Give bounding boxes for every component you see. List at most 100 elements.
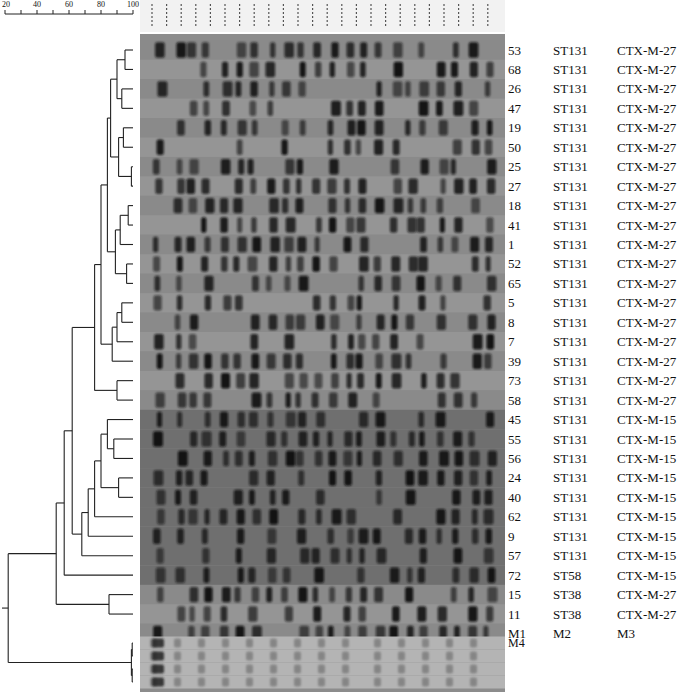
gel-band bbox=[234, 587, 240, 602]
gel-band bbox=[285, 606, 293, 621]
size-marker-tick bbox=[458, 4, 459, 28]
gel-band bbox=[330, 548, 339, 563]
gel-band bbox=[342, 678, 349, 687]
dendrogram-branch bbox=[111, 79, 117, 80]
dendrogram-branch bbox=[119, 477, 133, 478]
gel-band bbox=[488, 451, 497, 466]
gel-band bbox=[284, 276, 290, 291]
gel-band bbox=[357, 451, 362, 466]
isolate-number: 47 bbox=[508, 102, 521, 115]
dendrogram-branch bbox=[114, 438, 133, 439]
dendrogram-branch bbox=[95, 460, 101, 461]
dendrogram-branch bbox=[101, 487, 119, 488]
gel-lane bbox=[140, 40, 505, 59]
dendrogram-branch bbox=[117, 380, 133, 381]
isolate-number: 19 bbox=[508, 121, 521, 134]
gel-band bbox=[190, 490, 197, 505]
gel-band bbox=[438, 606, 447, 621]
gel-band bbox=[248, 567, 255, 582]
gel-band bbox=[440, 217, 445, 232]
gel-band bbox=[157, 548, 164, 563]
dendrogram bbox=[2, 50, 133, 682]
gel-band bbox=[342, 665, 349, 674]
size-marker-tick bbox=[297, 4, 298, 28]
gel-band bbox=[327, 529, 334, 544]
gel-band bbox=[316, 509, 322, 524]
dendrogram-branch bbox=[72, 327, 94, 328]
gel-band bbox=[393, 295, 398, 310]
dendrogram-branch bbox=[117, 312, 122, 313]
gel-band bbox=[374, 639, 381, 648]
ctx-m-type: CTX-M-15 bbox=[617, 452, 676, 465]
gel-band bbox=[237, 509, 245, 524]
gel-band bbox=[270, 639, 277, 648]
gel-band bbox=[347, 120, 355, 135]
gel-band bbox=[237, 529, 244, 544]
gel-band bbox=[487, 120, 493, 135]
gel-band bbox=[222, 62, 228, 77]
gel-band bbox=[190, 315, 198, 330]
gel-band bbox=[299, 81, 306, 96]
gel-band bbox=[177, 159, 183, 174]
gel-band bbox=[441, 178, 446, 193]
gel-band bbox=[313, 606, 321, 621]
gel-band bbox=[406, 490, 416, 505]
isolate-number: 15 bbox=[508, 588, 521, 601]
gel-band bbox=[436, 509, 445, 524]
gel-band bbox=[318, 665, 325, 674]
sequence-type: ST131 bbox=[553, 121, 588, 134]
gel-band bbox=[294, 678, 301, 687]
gel-band bbox=[221, 606, 228, 621]
gel-band bbox=[296, 315, 305, 330]
gel-band bbox=[471, 198, 480, 213]
gel-band bbox=[406, 315, 414, 330]
axis-tick bbox=[69, 10, 70, 14]
gel-band bbox=[222, 587, 231, 602]
gel-band bbox=[202, 431, 212, 446]
gel-lane bbox=[140, 410, 505, 429]
gel-band bbox=[318, 678, 325, 687]
sequence-type: ST131 bbox=[553, 491, 588, 504]
gel-band bbox=[153, 159, 160, 174]
gel-band bbox=[250, 42, 258, 57]
gel-band bbox=[473, 490, 481, 505]
sequence-type: ST131 bbox=[553, 82, 588, 95]
ctx-m-type: CTX-M-15 bbox=[617, 549, 676, 562]
gel-band bbox=[374, 140, 383, 155]
dendrogram-branch bbox=[107, 251, 115, 252]
gel-band bbox=[198, 652, 205, 661]
dendrogram-branch bbox=[88, 488, 94, 489]
gel-band bbox=[157, 509, 165, 524]
dendrogram-branch bbox=[95, 264, 101, 265]
gel-band bbox=[235, 178, 243, 193]
isolate-number: 68 bbox=[508, 63, 521, 76]
gel-band bbox=[485, 140, 492, 155]
gel-band bbox=[472, 256, 479, 271]
gel-band bbox=[202, 178, 210, 193]
gel-band bbox=[251, 315, 260, 330]
gel-band bbox=[373, 392, 380, 407]
gel-band bbox=[251, 353, 259, 368]
gel-band bbox=[485, 81, 490, 96]
dendrogram-branch bbox=[107, 448, 113, 449]
gel-band bbox=[346, 101, 353, 116]
gel-band bbox=[345, 198, 350, 213]
gel-band bbox=[157, 412, 162, 427]
ctx-m-type: CTX-M-15 bbox=[617, 530, 676, 543]
gel-band bbox=[483, 295, 491, 310]
gel-lane bbox=[140, 663, 505, 676]
gel-lane bbox=[140, 429, 505, 448]
gel-band bbox=[315, 62, 321, 77]
isolate-number: 50 bbox=[508, 141, 521, 154]
gel-band bbox=[157, 140, 164, 155]
sequence-type: ST131 bbox=[553, 63, 588, 76]
gel-band bbox=[347, 509, 356, 524]
dendrogram-branch bbox=[101, 184, 107, 185]
gel-band bbox=[421, 373, 427, 388]
sequence-type: ST131 bbox=[553, 530, 588, 543]
gel-band bbox=[269, 217, 277, 232]
sequence-type: ST131 bbox=[553, 219, 588, 232]
gel-band bbox=[405, 120, 410, 135]
gel-band bbox=[252, 120, 258, 135]
isolate-number: 18 bbox=[508, 199, 521, 212]
